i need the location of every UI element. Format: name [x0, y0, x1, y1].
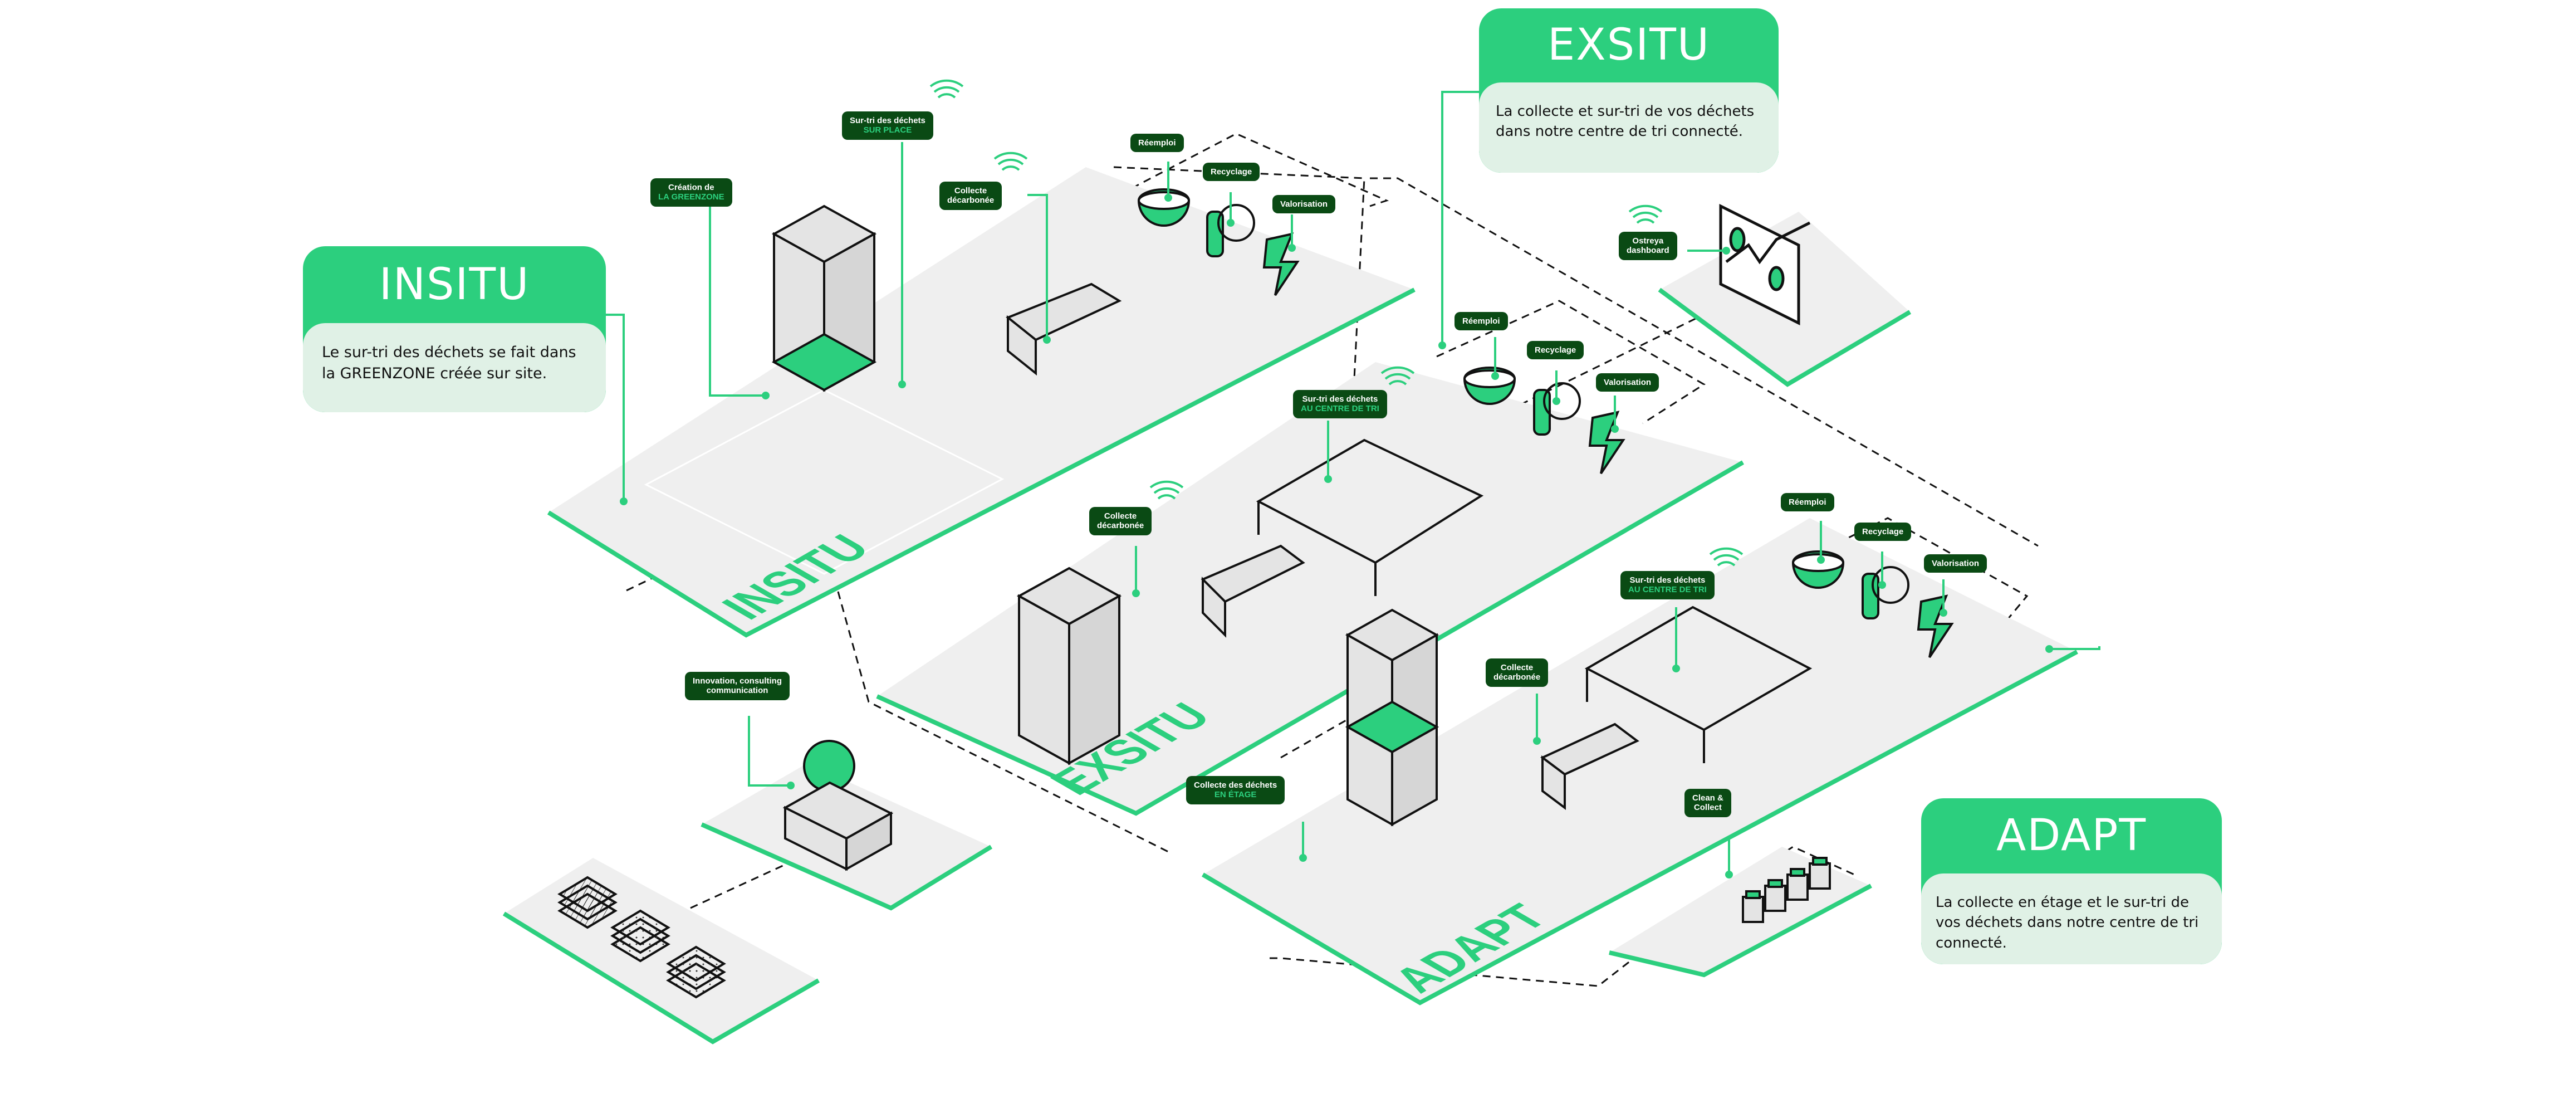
truck-icon: [1540, 723, 1639, 810]
connector-dots: [620, 194, 2053, 879]
material-layers-dotted-icon: [666, 945, 726, 999]
callout-insitu-description: Le sur-tri des déchets se fait dans la G…: [303, 323, 606, 412]
path-insitu-valorisation-zone: [1108, 133, 1389, 207]
tag-surtri-centre-de-tri: Sur-tri des déchets AU CENTRE DE TRI: [1620, 571, 1715, 599]
callout-insitu: INSITU Le sur-tri des déchets se fait da…: [303, 246, 606, 412]
path-insitu-exsitu: [1113, 166, 1365, 402]
callout-exsitu: EXSITU La collecte et sur-tri de vos déc…: [1479, 8, 1779, 173]
material-layers-hatched-icon: [557, 876, 618, 929]
tag-recyclage: Recyclage: [1854, 523, 1912, 541]
recycling-bottle-icon: [1533, 382, 1581, 436]
tag-surtri-centre-de-tri: Sur-tri des déchets AU CENTRE DE TRI: [1293, 390, 1387, 418]
tag-collecte-en-etage: Collecte des déchets EN ÉTAGE: [1186, 776, 1285, 804]
dashboard-monitor-icon: [1719, 203, 1811, 326]
tag-ostreya-dashboard: Ostreya dashboard: [1619, 232, 1677, 260]
tag-valorisation: Valorisation: [1596, 373, 1659, 392]
clean-bins-icon: [1742, 857, 1831, 923]
tag-collecte-decarbonee: Collecte décarbonée: [1486, 658, 1549, 687]
wifi-icon: [1380, 366, 1415, 385]
valorisation-bolt-icon: [1262, 232, 1300, 296]
callout-insitu-title: INSITU: [379, 260, 530, 310]
callout-exsitu-description: La collecte et sur-tri de vos déchets da…: [1479, 82, 1779, 173]
callout-adapt-description: La collecte en étage et le sur-tri de vo…: [1921, 873, 2222, 964]
reemploi-bowl-icon: [1791, 550, 1845, 589]
callout-adapt-title: ADAPT: [1996, 811, 2147, 861]
wifi-icon: [1628, 204, 1663, 224]
path-top-right: [1370, 177, 2039, 547]
sorting-room-adapt-icon: [1584, 606, 1813, 763]
tag-clean-collect: Clean & Collect: [1684, 789, 1731, 817]
tag-reemploi: Réemploi: [1454, 312, 1508, 331]
tag-recyclage: Recyclage: [1203, 163, 1260, 182]
callout-exsitu-title: EXSITU: [1547, 20, 1710, 70]
wifi-icon: [1709, 547, 1744, 567]
connector-lines: [604, 91, 2100, 875]
tag-collecte-decarbonee: Collecte décarbonée: [1089, 507, 1152, 535]
building-exsitu-icon: [1016, 567, 1122, 765]
tag-reemploi: Réemploi: [1130, 134, 1184, 153]
wifi-icon: [929, 79, 964, 99]
building-adapt-icon: [1345, 608, 1439, 827]
recycling-bottle-icon: [1862, 566, 1909, 619]
material-layers-dotted-icon: [610, 909, 670, 963]
truck-icon: [1006, 282, 1122, 376]
callout-adapt: ADAPT La collecte en étage et le sur-tri…: [1921, 798, 2222, 964]
tag-surtri-sur-place: Sur-tri des déchets SUR PLACE: [842, 111, 933, 140]
innovation-lightbulb-icon: [782, 740, 894, 871]
reemploi-bowl-icon: [1137, 188, 1191, 227]
tag-valorisation: Valorisation: [1272, 195, 1336, 214]
truck-icon: [1201, 544, 1305, 638]
wifi-icon: [1149, 480, 1184, 500]
tag-creation-greenzone: Création de LA GREENZONE: [650, 178, 732, 207]
tag-collecte-decarbonee: Collecte décarbonée: [939, 182, 1002, 210]
tag-recyclage: Recyclage: [1527, 341, 1584, 360]
tag-reemploi: Réemploi: [1781, 493, 1834, 512]
wifi-icon: [993, 152, 1028, 171]
recycling-bottle-icon: [1206, 204, 1255, 257]
reemploi-bowl-icon: [1463, 367, 1516, 405]
platform-insitu: [547, 167, 1416, 638]
building-insitu-icon: [771, 204, 877, 392]
tag-valorisation: Valorisation: [1924, 554, 1987, 573]
tag-innovation-consulting: Innovation, consulting communication: [685, 672, 790, 700]
platform-materials: [502, 858, 820, 1045]
platform-adapt: [1201, 518, 2078, 1006]
